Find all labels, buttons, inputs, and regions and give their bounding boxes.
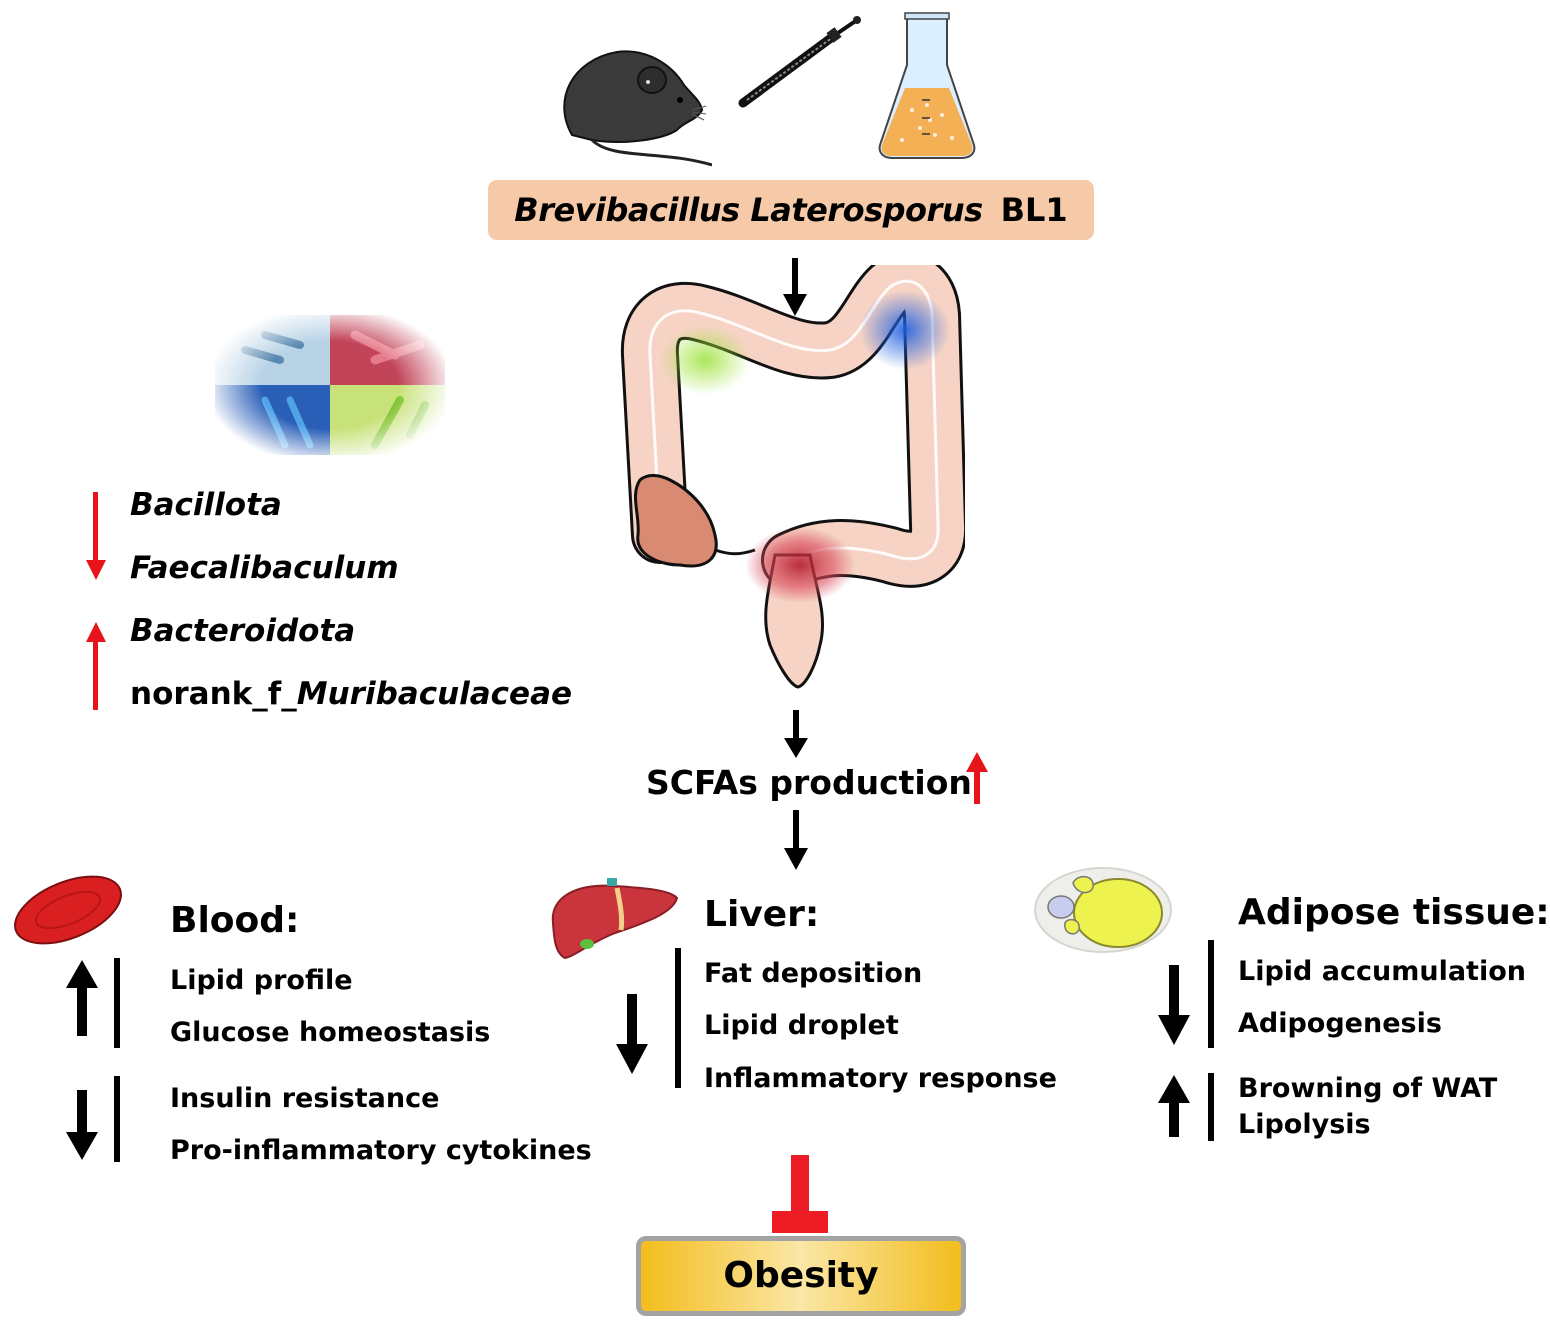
adipocyte-icon [1034,867,1172,953]
adipose-down-item: Adipogenesis [1238,1008,1442,1039]
inhibition-bar-icon [772,1155,828,1233]
scfa-increase-arrow-icon [966,752,988,804]
microbiota-decreased-item: Bacillota [130,487,282,523]
blood-increase-arrow-icon [66,960,98,1036]
liver-heading: Liver: [704,894,820,935]
blood-up-item: Lipid profile [170,965,353,996]
microbiota-increase-arrow-icon [86,622,106,710]
adipose-increase-arrow-icon [1158,1075,1190,1137]
strain-species: Brevibacillus Laterosporus [514,191,983,229]
microbiota-increased-item: norank_f_Muribaculaceae [130,679,572,710]
arrow-down-icon [784,810,808,870]
adipose-down-item: Lipid accumulation [1238,956,1526,987]
culture-flask-icon [878,12,976,159]
microbiota-decreased-item: Faecalibaculum [130,550,399,586]
liver-decrease-arrow-icon [616,994,648,1074]
blood-up-item: Glucose homeostasis [170,1017,491,1048]
gavage-syringe-icon [738,16,861,108]
adipose-decrease-arrow-icon [1158,965,1190,1045]
blood-down-item: Insulin resistance [170,1083,440,1114]
scfa-label: SCFAs production [646,763,972,802]
liver-icon [551,878,679,960]
adipose-heading: Adipose tissue: [1238,892,1550,933]
adipose-down-bracket [1208,940,1214,1048]
obesity-box: Obesity [636,1236,966,1316]
strain-id: BL1 [1000,191,1068,229]
arrow-down-icon [784,710,808,758]
strain-label-box: Brevibacillus Laterosporus BL1 [488,180,1094,240]
blood-decrease-arrow-icon [66,1090,98,1160]
blood-down-bracket [114,1076,120,1162]
arrow-down-icon [783,258,807,316]
colon-icon [620,265,965,689]
blood-up-bracket [114,958,120,1048]
blood-heading: Blood: [170,900,300,941]
microbiota-decrease-arrow-icon [86,492,106,580]
taxon-prefix: norank_f_ [130,676,297,712]
adipose-up-item: Lipolysis [1238,1109,1371,1140]
adipose-up-item: Browning of WAT [1238,1073,1498,1104]
liver-down-item: Lipid droplet [704,1010,899,1041]
obesity-label: Obesity [723,1255,879,1296]
taxon-name: Muribaculaceae [296,676,573,712]
microbiota-increased-item: Bacteroidota [130,613,356,649]
blood-down-item: Pro-inflammatory cytokines [170,1135,592,1166]
liver-down-item: Fat deposition [704,958,923,989]
microbiota-image [205,305,455,465]
adipose-up-bracket [1208,1073,1214,1141]
liver-down-item: Inflammatory response [704,1063,1057,1094]
red-blood-cell-icon [14,875,122,945]
mouse-icon [563,50,712,167]
liver-down-bracket [675,948,681,1088]
